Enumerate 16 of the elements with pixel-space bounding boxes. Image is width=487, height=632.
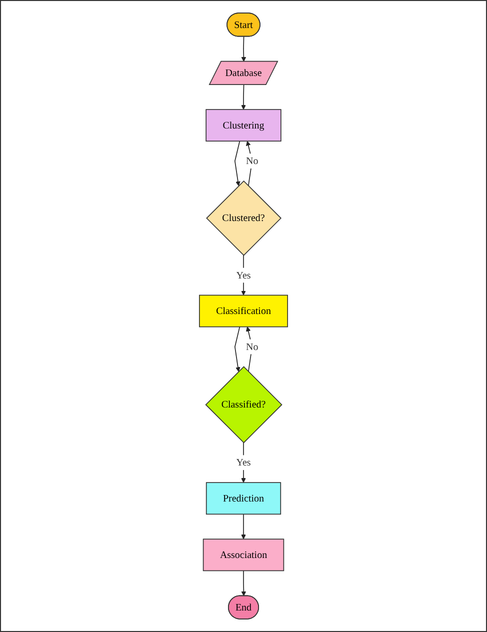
edge-label: Yes (236, 456, 251, 468)
node-box: Prediction (206, 482, 282, 515)
node-box: Classification (199, 294, 288, 328)
edge-label: No (246, 340, 258, 352)
edge-label: No (246, 155, 258, 166)
node-box: Clustering (206, 109, 282, 142)
arrow (241, 514, 246, 540)
edge-label: Yes (236, 269, 251, 281)
arrow (241, 570, 246, 596)
arrow (241, 36, 246, 62)
arrow (234, 326, 240, 372)
node-box: Association (202, 538, 284, 572)
arrow (234, 140, 240, 186)
arrow (241, 84, 246, 110)
node-diamond: Classified? (205, 366, 282, 444)
node-diamond: Clustered? (206, 180, 282, 256)
